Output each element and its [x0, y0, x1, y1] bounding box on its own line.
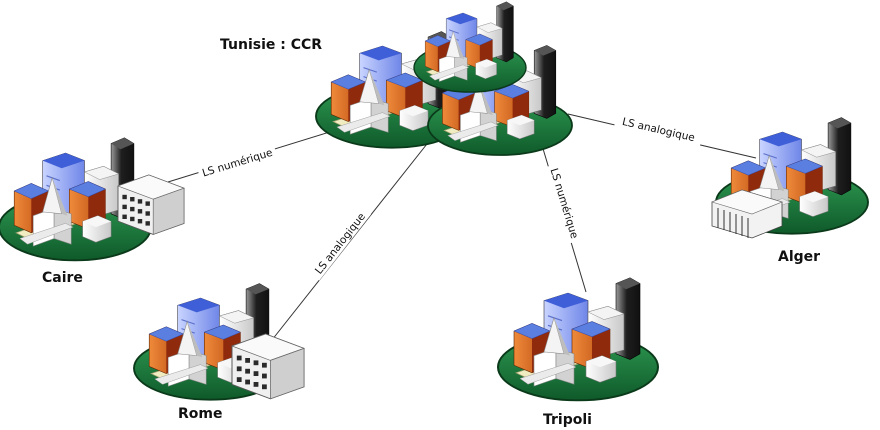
rome-city-icon: [133, 282, 305, 401]
tripoli-city-icon: [497, 276, 659, 402]
link-label-ccr-tripoli: LS numérique: [548, 167, 581, 240]
node-tripoli: Tripoli: [497, 276, 659, 428]
node-ccr: Tunisie : CCR: [220, 1, 573, 156]
node-label-tripoli: Tripoli: [543, 412, 592, 428]
node-label-ccr: Tunisie : CCR: [220, 37, 322, 53]
node-label-rome: Rome: [178, 406, 222, 422]
link-label-ccr-rome: LS analogique: [313, 211, 368, 277]
node-alger: Alger: [711, 116, 869, 265]
caire-city-icon: [0, 136, 185, 262]
node-caire: Caire: [0, 136, 185, 286]
alger-city-icon: [711, 116, 869, 239]
ccr-city-icon: [315, 1, 573, 156]
node-label-caire: Caire: [42, 270, 83, 286]
node-label-alger: Alger: [778, 249, 820, 265]
node-rome: Rome: [133, 282, 305, 422]
link-label-ccr-alger: LS analogique: [621, 116, 696, 144]
link-ccr-rome: [267, 129, 439, 346]
link-label-ccr-caire: LS numérique: [201, 147, 274, 180]
alger-hall-building: [711, 189, 783, 239]
